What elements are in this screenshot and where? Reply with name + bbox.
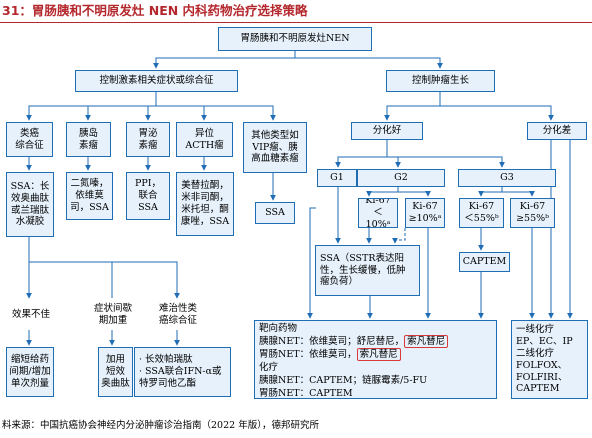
surufatinib-highlight-2: 索凡替尼 xyxy=(356,348,401,361)
g3-node: G3 xyxy=(458,169,556,187)
connector-to-g2 xyxy=(387,156,401,168)
targeted-gi-text: 胃肠NET：依维莫司， xyxy=(259,349,357,360)
poor-effect-label: 效果不佳 xyxy=(11,309,50,321)
gastrinoma-drug-node: PPI， 联合 SSA xyxy=(126,172,170,220)
g3-ki67-high-node: Ki-67 ≥55%ᵇ xyxy=(510,198,555,228)
carcinoid-node: 类癌 综合征 xyxy=(6,122,53,157)
title-rule xyxy=(0,22,592,23)
connector-carcinoid-outcomes xyxy=(28,237,113,298)
add-octreotide-node: 加用 短效 奥曲肽 xyxy=(98,347,133,397)
targeted-line-gi: 胃肠NET：依维莫司，索凡替尼 xyxy=(259,348,401,361)
ectopic-acth-node: 异位 ACTH瘤 xyxy=(176,122,233,157)
connector-g2-high-ssa-dashed xyxy=(392,228,406,244)
carcinoid-drug-node: SSA：长 效奥曲肽 或兰瑞肽 水凝胶 xyxy=(6,172,54,237)
connector-to-poor-diff xyxy=(440,105,554,121)
refractory-options-node: · 长效帕瑞肽 · SSA联合IFN-α或 特罗司他乙酯 xyxy=(134,347,231,397)
targeted-line-title: 靶向药物 xyxy=(259,323,298,334)
insulinoma-node: 胰岛 素瘤 xyxy=(66,122,111,157)
well-differentiated-node: 分化好 xyxy=(351,122,423,140)
other-drug-node: SSA xyxy=(255,202,295,224)
connector-growth-bus xyxy=(384,92,441,121)
connector-root-to-growth xyxy=(295,57,443,69)
root-node: 胃肠胰和不明原发灶NEN xyxy=(218,27,372,51)
connector-to-other xyxy=(156,105,276,121)
connector-to-acth xyxy=(156,105,207,121)
figure-title: 31：胃肠胰和不明原发灶 NEN 内科药物治疗选择策略 xyxy=(2,3,308,18)
targeted-pancreatic-text: 胰腺NET：依维莫司；舒尼替尼， xyxy=(259,336,405,347)
connector-to-g3-high xyxy=(502,190,535,197)
connector-g1-side xyxy=(307,207,316,319)
shorten-interval-node: 缩短给药 间期/增加 单次剂量 xyxy=(6,347,54,397)
control-symptoms-node: 控制激素相关症状或综合征 xyxy=(75,70,238,92)
connector-well-grades xyxy=(335,140,388,168)
surufatinib-highlight-1: 索凡替尼 xyxy=(404,335,449,348)
g2-node: G2 xyxy=(357,169,445,187)
connector-root-to-symptoms xyxy=(153,51,296,69)
g2-ki67-high-node: Ki-67 ≥10%ᵃ xyxy=(405,198,445,228)
insulinoma-drug-node: 二氮嗪， 依维莫 司，SSA xyxy=(66,172,113,220)
control-growth-node: 控制肿瘤生长 xyxy=(386,70,495,92)
connector-to-insulinoma xyxy=(85,105,156,121)
g2-ki67-low-node: Ki-67 ＜10%ᵃ xyxy=(358,198,398,228)
connector-g3-kis xyxy=(478,187,503,197)
chemotherapy-node: 一线化疗 EP、EC、IP 二线化疗 FOLFOX、 FOLFIRI、 CAPT… xyxy=(511,320,588,399)
poor-differentiated-node: 分化差 xyxy=(527,122,587,140)
source-note: 料来源：中国抗癌协会神经内分泌肿瘤诊治指南（2022 年版），德邦研究所 xyxy=(2,420,319,431)
chemo-line-title: 化疗 xyxy=(259,362,279,373)
targeted-line-pancreatic: 胰腺NET：依维莫司；舒尼替尼，索凡替尼 xyxy=(259,335,449,348)
refractory-label: 难治性类 癌综合征 xyxy=(158,303,197,326)
chemo-line-gi: 胃肠NET：CAPTEM xyxy=(259,388,353,399)
connector-to-gastrinoma xyxy=(145,105,156,121)
captem-node: CAPTEM xyxy=(459,252,510,272)
other-tumors-node: 其他类型如 VIP瘤、胰 高血糖素瘤 xyxy=(243,122,307,173)
targeted-therapy-node: 靶向药物 胰腺NET：依维莫司；舒尼替尼，索凡替尼 胃肠NET：依维莫司，索凡替… xyxy=(254,320,497,399)
acth-drug-node: 美替拉酮， 米非司酮， 米托坦，酮 康唑，SSA xyxy=(176,172,234,236)
g1-node: G1 xyxy=(317,169,357,187)
symptom-worse-label: 症状间歇 期加重 xyxy=(93,303,132,326)
gastrinoma-node: 胃泌 素瘤 xyxy=(126,122,170,157)
connector-to-g2-high xyxy=(398,190,431,197)
connector-g2-kis xyxy=(366,187,399,197)
chemo-line-pancreatic: 胰腺NET：CAPTEM；链脲霉素/5-FU xyxy=(259,375,428,386)
ssa-node: SSA（SSTR表达阳 性，生长缓慢，低肿 瘤负荷） xyxy=(315,245,420,296)
connector-to-g3 xyxy=(387,156,505,168)
g3-ki67-low-node: Ki-67 ＜55%ᵇ xyxy=(459,198,504,228)
connector-to-refractory xyxy=(112,261,180,299)
